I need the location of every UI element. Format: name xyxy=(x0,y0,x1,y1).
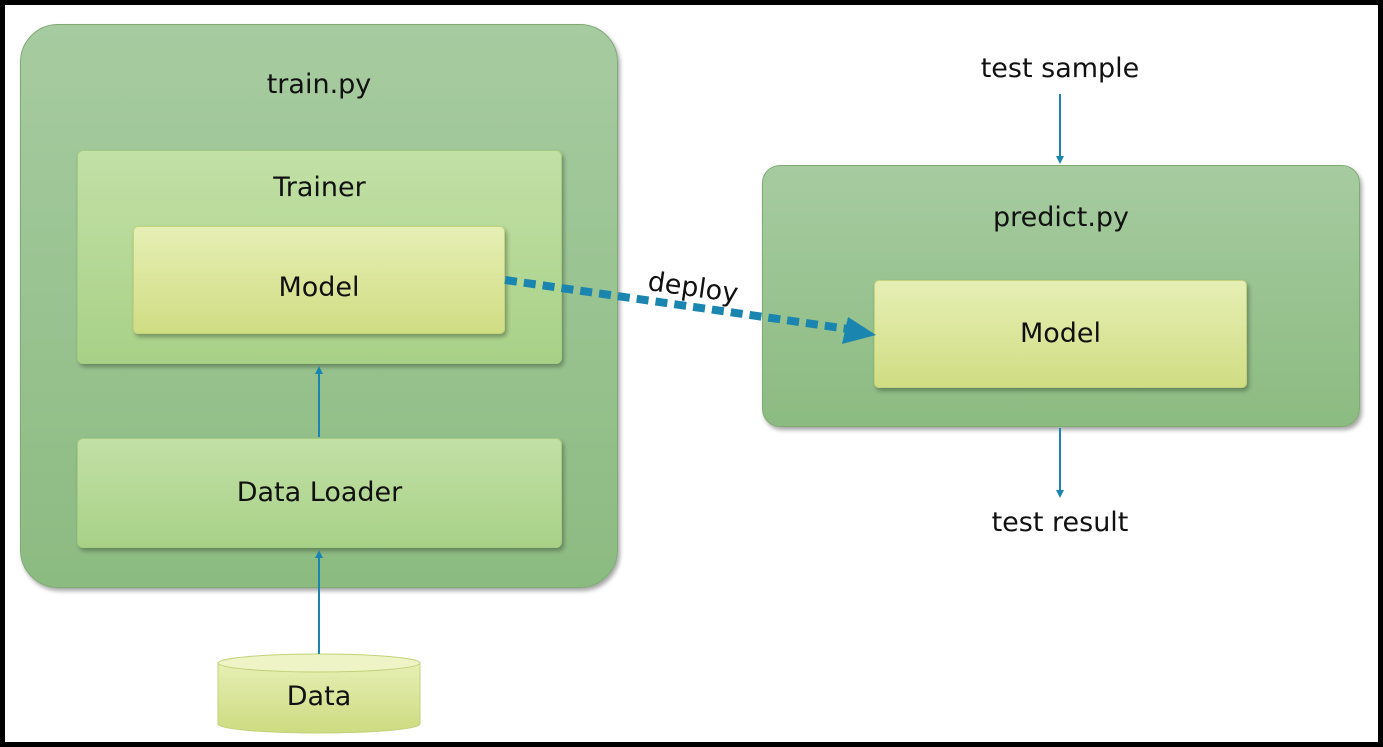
trainer-model-label: Model xyxy=(278,272,360,303)
data-loader-label: Data Loader xyxy=(236,477,403,508)
deploy-dashed-line xyxy=(504,276,849,333)
test-sample-label: test sample xyxy=(980,53,1140,84)
deploy-arrowhead xyxy=(842,317,876,344)
data-cylinder xyxy=(217,653,421,734)
data-label: Data xyxy=(286,681,352,712)
predict-py-title: predict.py xyxy=(992,202,1130,233)
predict-model-box: Model xyxy=(874,280,1247,388)
test-result-label: test result xyxy=(991,507,1129,538)
trainer-model-box: Model xyxy=(133,226,505,334)
data-loader-box: Data Loader xyxy=(77,438,562,548)
train-py-title: train.py xyxy=(266,69,372,100)
predict-model-label: Model xyxy=(1019,318,1102,349)
trainer-title: Trainer xyxy=(273,172,366,203)
